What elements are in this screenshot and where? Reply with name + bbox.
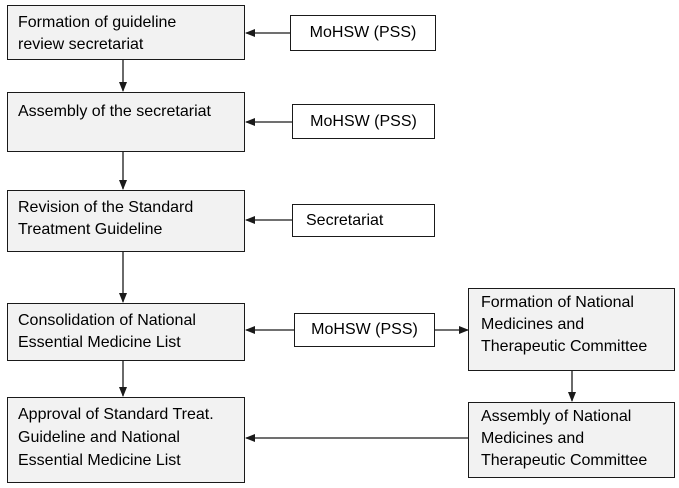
step-assembly-secretariat: Assembly of the secretariat [7, 92, 245, 152]
step-text: Formation of guideline [18, 14, 177, 31]
committee-formation: Formation of National Medicines and Ther… [468, 288, 675, 371]
step-text: Guideline and National [18, 429, 180, 446]
step-text: Assembly of the secretariat [18, 103, 211, 120]
committee-text: Medicines and [481, 430, 585, 447]
actor-box-mohsw-1: MoHSW (PSS) [290, 15, 436, 51]
step-text: Essential Medicine List [18, 452, 181, 469]
actor-label: MoHSW (PSS) [311, 321, 418, 338]
actor-label: Secretariat [306, 211, 384, 229]
committee-text: Medicines and [481, 316, 585, 333]
step-text: Revision of the Standard [18, 199, 194, 216]
step-text: Consolidation of National [18, 312, 196, 329]
actor-box-secretariat: Secretariat [292, 204, 435, 237]
step-text: Treatment Guideline [18, 221, 163, 238]
step-consolidation-neml: Consolidation of National Essential Medi… [7, 303, 245, 361]
step-text: Essential Medicine List [18, 334, 181, 351]
committee-text: Therapeutic Committee [481, 338, 648, 355]
step-approval: Approval of Standard Treat. Guideline an… [7, 397, 245, 483]
committee-assembly: Assembly of National Medicines and Thera… [468, 402, 675, 478]
actor-box-mohsw-3: MoHSW (PSS) [294, 313, 435, 347]
committee-text: Assembly of National [481, 408, 632, 425]
actor-label: MoHSW (PSS) [310, 112, 417, 130]
actor-box-mohsw-2: MoHSW (PSS) [292, 104, 435, 139]
step-formation-secretariat: Formation of guideline review secretaria… [7, 5, 245, 60]
actor-label: MoHSW (PSS) [309, 24, 417, 41]
committee-text: Therapeutic Committee [481, 452, 648, 469]
step-text: review secretariat [18, 36, 144, 53]
step-text: Approval of Standard Treat. [18, 406, 214, 423]
step-revision-stg: Revision of the Standard Treatment Guide… [7, 190, 245, 252]
committee-text: Formation of National [481, 294, 634, 311]
